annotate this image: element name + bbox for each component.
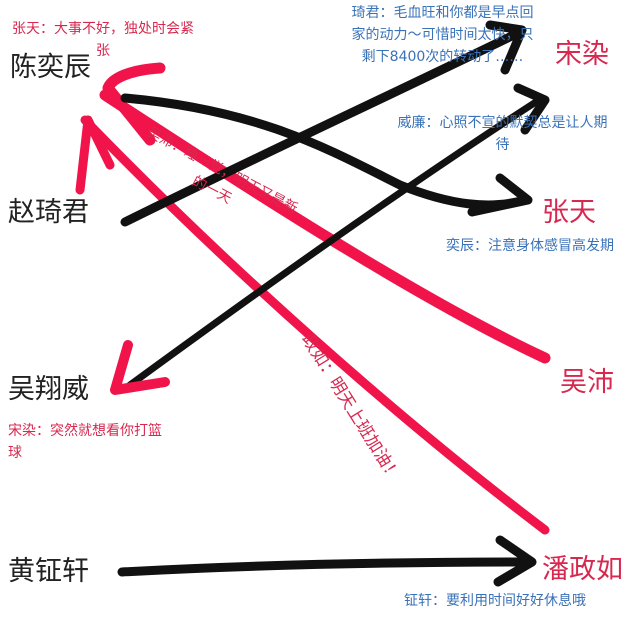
person-zhang-tian: 张天 (542, 197, 596, 228)
arrowhead-zhangtian (467, 173, 533, 217)
arrow-zhengxuan-to-zhengru (117, 557, 535, 577)
arrow-qijun-to-songran (120, 27, 525, 227)
note-songran: 宋染：突然就想看你打篮球 (8, 423, 162, 461)
arrowhead-zhengru (493, 535, 537, 587)
arrowhead-yichen-red-2 (75, 115, 115, 195)
arrow-zhengru-to-yichen (80, 115, 550, 535)
arrowhead-xiangwei-red (110, 340, 170, 395)
note-zhangtian: 张天：大事不好，独处时会紧张 (12, 21, 194, 59)
person-chen-yichen: 陈奕辰 (10, 52, 91, 83)
note-qijun: 琦君：毛血旺和你都是早点回家的动力～可惜时间太快，只剩下8400次的转动了…… (351, 5, 534, 65)
person-huang-zhengxuan: 黄钲轩 (8, 556, 89, 587)
arrow-yichen-to-zhangtian (120, 93, 530, 210)
person-zhao-qijun: 赵琦君 (8, 197, 89, 228)
person-song-ran: 宋染 (555, 39, 609, 70)
arrowhead-songran (485, 20, 527, 75)
arrowhead-weilian (513, 83, 550, 135)
arrow-xiangwei-to-songran (126, 94, 546, 389)
person-wu-pei: 吴沛 (560, 367, 614, 398)
note-zhengxuan: 钲轩：要利用时间好好休息哦 (404, 593, 586, 609)
note-yichen: 奕辰：注意身体感冒高发期 (446, 238, 614, 254)
person-wu-xiangwei: 吴翔威 (8, 374, 89, 405)
person-pan-zhengru: 潘政如 (542, 554, 623, 585)
note-weilian: 威廉：心照不宣的默契总是让人期待 (397, 115, 608, 153)
arrowhead-yichen-red (102, 62, 166, 146)
